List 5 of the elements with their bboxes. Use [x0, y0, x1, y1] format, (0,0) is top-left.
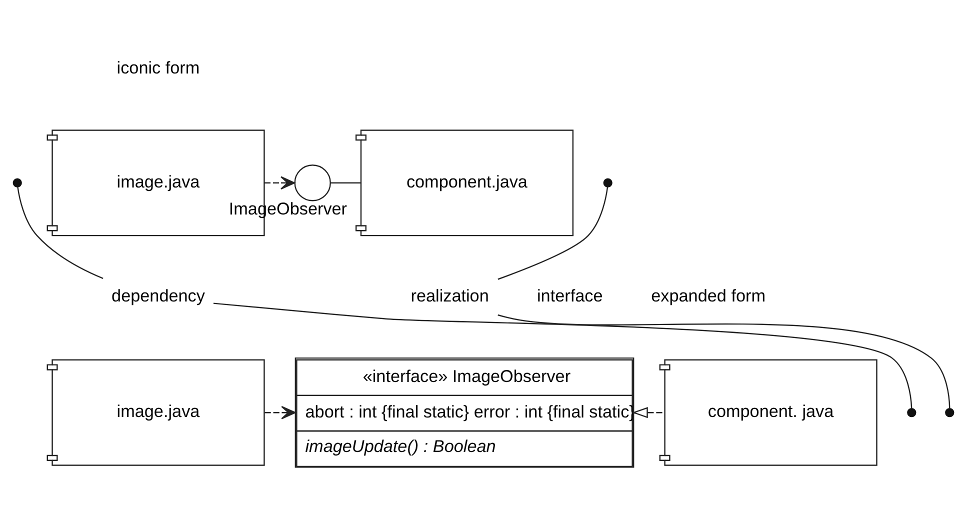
node-text: dependency [112, 284, 205, 305]
label: interface [536, 284, 603, 305]
label: expanded form [651, 284, 766, 305]
label: iconic form [116, 56, 200, 77]
node-text: realization [410, 284, 489, 305]
